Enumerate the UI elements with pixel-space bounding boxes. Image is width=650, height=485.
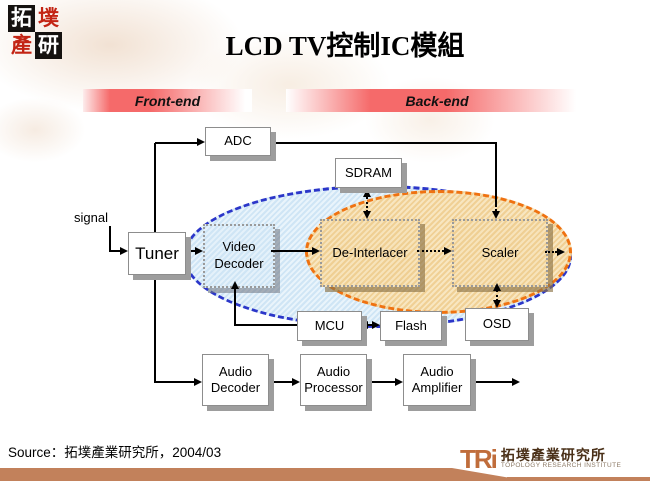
signal-label: signal (74, 210, 108, 225)
line-tuner-to-vdec (184, 250, 196, 252)
line-vdec-to-deint (271, 250, 312, 252)
line-to-adc (155, 142, 197, 144)
arrow-scaler-output (557, 248, 565, 256)
line-aamp-out (469, 381, 513, 383)
logo-char-1: 拓 (8, 5, 35, 32)
line-signal-right (109, 250, 121, 252)
line-adc-out (270, 142, 497, 144)
arrow-into-audio-decoder (194, 378, 202, 386)
arrow-into-deint (312, 247, 320, 255)
arrow-into-sdram (363, 189, 371, 197)
back-end-band: Back-end (286, 89, 588, 112)
tri-logo-chinese: 拓墣產業研究所 (500, 447, 606, 464)
source-note: Source：拓墣產業研究所，2004/03 (8, 445, 222, 460)
sdram-box: SDRAM (335, 158, 402, 188)
arrow-audio-output (512, 378, 520, 386)
arrow-into-tuner (120, 247, 128, 255)
line-signal-down (109, 226, 111, 252)
line-adec-aproc (267, 381, 293, 383)
dotted-sdram-deint (366, 197, 368, 212)
audio-decoder-box: Audio Decoder (202, 354, 269, 406)
audio-amplifier-box: Audio Amplifier (403, 354, 471, 406)
arrow-into-osd (493, 300, 501, 308)
background-map-texture (0, 0, 650, 170)
scaler-box: Scaler (452, 219, 548, 287)
line-tuner-up (154, 143, 156, 233)
logo-char-2: 墣 (38, 6, 59, 30)
tri-logo: TRi 拓墣產業研究所 TOPOLOGY RESEARCH INSTITUTE (460, 446, 621, 472)
topology-seal-logo: 拓 墣 產 研 (8, 5, 62, 59)
line-to-audio-decoder (155, 381, 195, 383)
arrow-into-vdec (195, 247, 203, 255)
line-down-to-scaler (495, 142, 497, 205)
footer-bar (0, 468, 452, 481)
page-title: LCD TV控制IC模組 (225, 31, 465, 61)
dotted-into-scaler (495, 205, 497, 211)
arrow-into-scaler-left (444, 247, 452, 255)
mcu-box: MCU (297, 311, 362, 341)
audio-processor-box: Audio Processor (300, 354, 367, 406)
tri-logo-mark: TRi (460, 444, 498, 474)
footer-bar-thin (507, 477, 650, 481)
logo-char-3: 產 (11, 33, 32, 57)
flash-box: Flash (380, 311, 442, 341)
front-end-label: Front-end (134, 92, 201, 109)
arrow-into-scaler-bottom (493, 283, 501, 291)
arrow-into-flash (372, 321, 380, 329)
de-interlacer-box: De-Interlacer (320, 219, 420, 287)
dotted-scaler-out (545, 251, 557, 253)
adc-box: ADC (205, 127, 271, 156)
line-aproc-aamp (365, 381, 396, 383)
arrow-into-deint-top (363, 211, 371, 219)
arrow-into-adc (197, 138, 205, 146)
video-decoder-box: Video Decoder (203, 224, 275, 288)
arrow-into-audio-processor (292, 378, 300, 386)
logo-char-4: 研 (35, 32, 62, 59)
dotted-scaler-osd (496, 290, 498, 301)
back-end-label: Back-end (405, 92, 469, 109)
osd-box: OSD (465, 308, 529, 341)
arrow-into-vdec-bottom (231, 281, 239, 289)
dotted-deint-to-scaler (417, 250, 444, 252)
tuner-box: Tuner (128, 232, 186, 275)
arrow-into-mcu (360, 321, 368, 329)
line-mcu-vdec-horiz (234, 324, 297, 326)
line-tuner-down (154, 273, 156, 383)
line-mcu-flash (366, 324, 376, 326)
front-end-band: Front-end (83, 89, 252, 112)
tri-logo-english: TOPOLOGY RESEARCH INSTITUTE (500, 461, 622, 469)
line-mcu-vdec-vert (234, 288, 236, 326)
arrow-into-audio-amplifier (395, 378, 403, 386)
arrow-into-scaler-top (492, 211, 500, 219)
